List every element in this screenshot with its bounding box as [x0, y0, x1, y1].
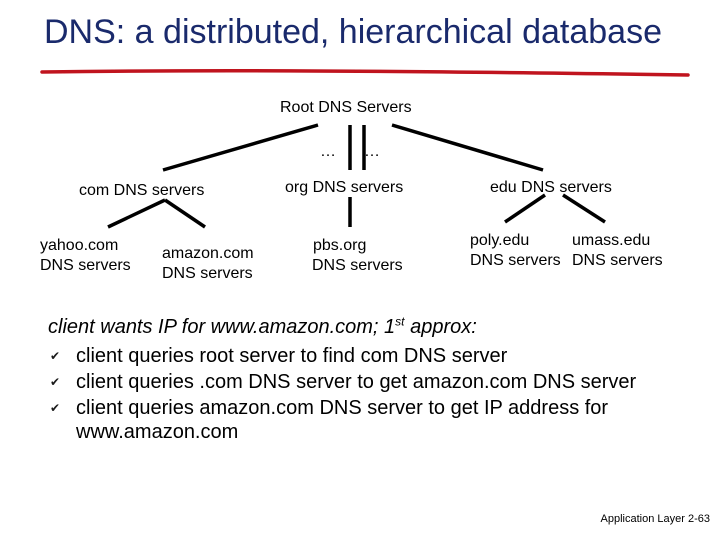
- v-arrow-bullet-icon: ✔: [50, 375, 61, 389]
- org-dns-servers-label: org DNS servers: [285, 179, 404, 196]
- root-dns-servers-label: Root DNS Servers: [280, 99, 412, 116]
- edge-edu-umass: [562, 193, 606, 224]
- poly-dns-servers-node: poly.edu DNS servers: [470, 231, 561, 271]
- yahoo-line2: DNS servers: [40, 257, 131, 274]
- poly-line1: poly.edu: [470, 232, 530, 249]
- amazon-line1: amazon.com: [162, 245, 254, 262]
- ellipsis-right: …: [364, 143, 380, 160]
- poly-line2: DNS servers: [470, 252, 561, 269]
- intro-before: client wants IP for www.amazon.com; 1: [48, 316, 396, 338]
- slide-title: DNS: a distributed, hierarchical databas…: [44, 13, 662, 51]
- intro-statement: client wants IP for www.amazon.com; 1st …: [48, 314, 477, 340]
- bullet-text: client queries root server to find com D…: [76, 345, 508, 367]
- umass-line2: DNS servers: [572, 252, 663, 269]
- v-arrow-bullet-icon: ✔: [50, 349, 61, 363]
- intro-superscript: st: [395, 314, 405, 329]
- amazon-line2: DNS servers: [162, 265, 253, 282]
- umass-line1: umass.edu: [572, 232, 651, 249]
- pbs-dns-servers-node: pbs.org DNS servers: [312, 236, 403, 276]
- edge-root-com: [162, 123, 319, 172]
- steps-bullet-list: ✔ client queries root server to find com…: [48, 344, 688, 446]
- bullet-item: ✔ client queries .com DNS server to get …: [48, 370, 688, 394]
- title-underline-rule: [40, 69, 690, 77]
- pbs-line2: DNS servers: [312, 257, 403, 274]
- bullet-item: ✔ client queries root server to find com…: [48, 344, 688, 368]
- slide-footer: Application Layer 2-63: [600, 513, 710, 525]
- pbs-line1: pbs.org: [313, 237, 367, 254]
- intro-after: approx:: [404, 316, 477, 338]
- amazon-dns-servers-node: amazon.com DNS servers: [162, 244, 254, 284]
- com-dns-servers-label: com DNS servers: [79, 182, 205, 199]
- edge-com-yahoo: [107, 198, 166, 229]
- bullet-text: client queries amazon.com DNS server to …: [76, 397, 609, 443]
- edge-root-edu: [391, 123, 544, 172]
- bullet-text: client queries .com DNS server to get am…: [76, 371, 637, 393]
- ellipsis-left: …: [320, 143, 336, 160]
- edge-com-amazon: [164, 198, 206, 229]
- v-arrow-bullet-icon: ✔: [50, 401, 61, 415]
- edge-edu-poly: [504, 193, 546, 224]
- yahoo-line1: yahoo.com: [40, 237, 119, 254]
- dns-hierarchy-diagram: [107, 123, 606, 229]
- yahoo-dns-servers-node: yahoo.com DNS servers: [40, 236, 131, 276]
- bullet-item: ✔ client queries amazon.com DNS server t…: [48, 396, 688, 444]
- umass-dns-servers-node: umass.edu DNS servers: [572, 231, 663, 271]
- edu-dns-servers-label: edu DNS servers: [490, 179, 612, 196]
